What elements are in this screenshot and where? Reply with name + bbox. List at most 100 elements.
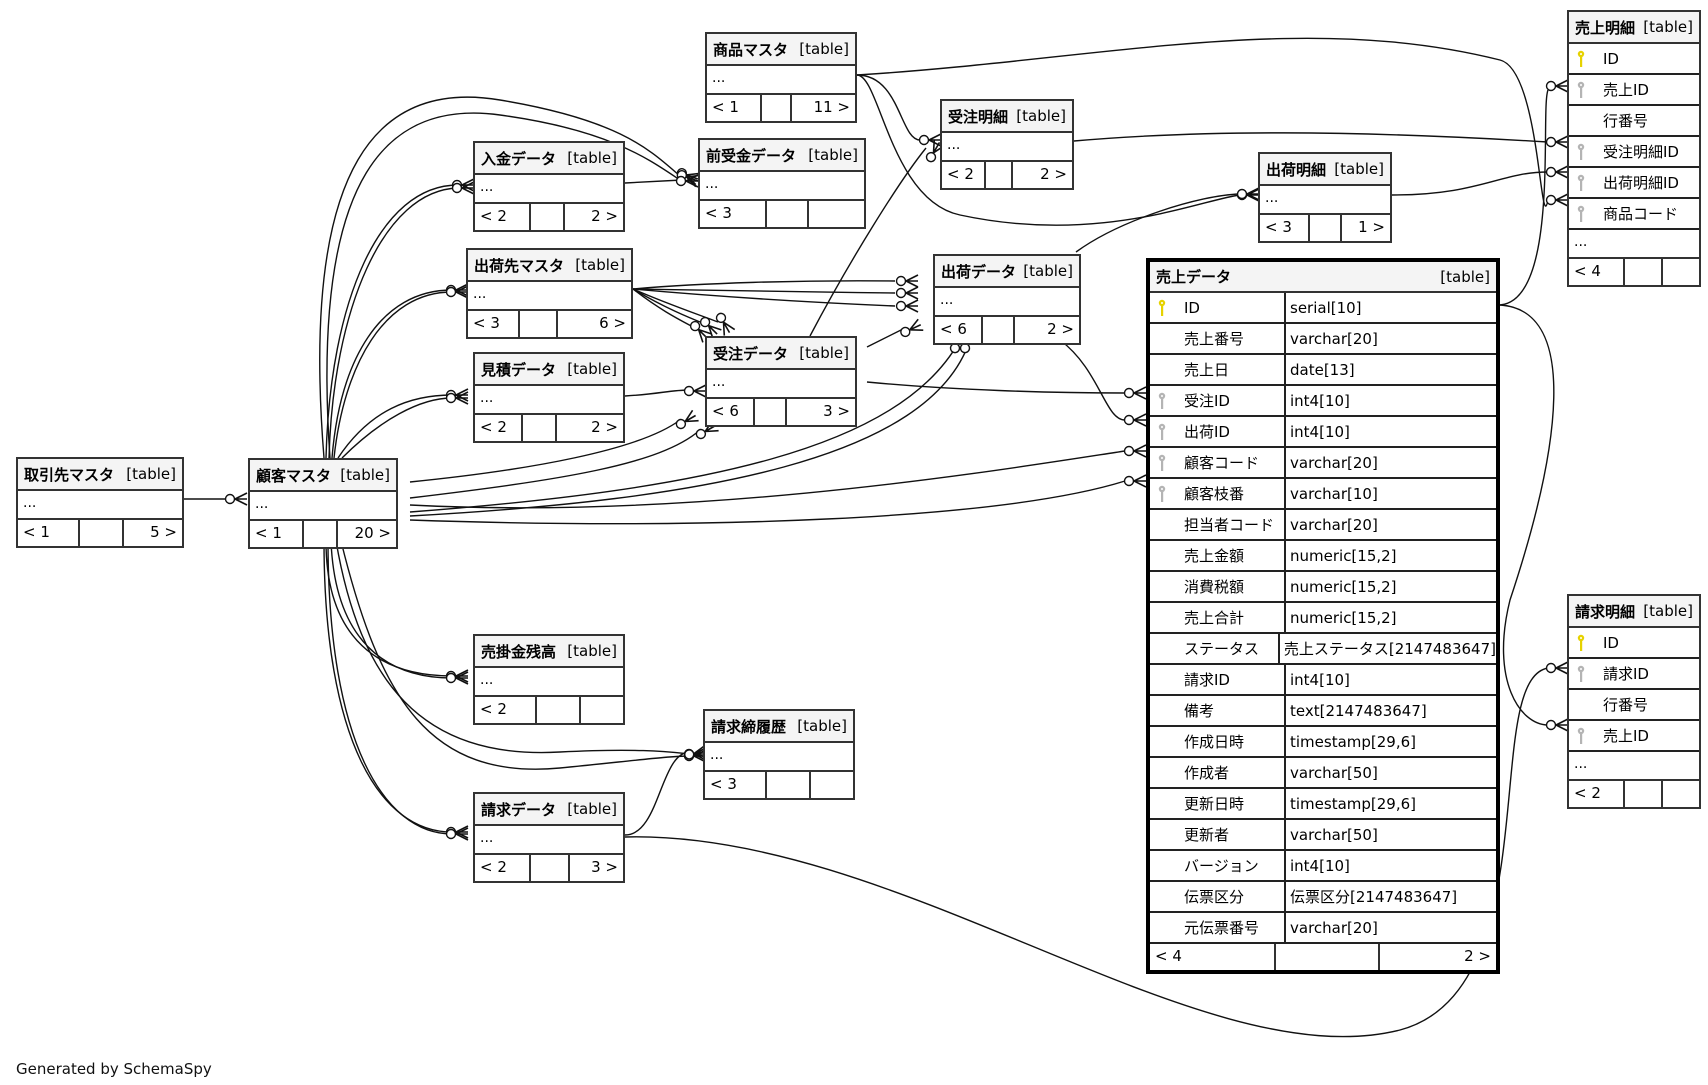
crows-foot-marker: [445, 671, 469, 685]
table-name: 出荷データ: [941, 262, 1017, 281]
relationship-edge: [341, 397, 453, 459]
table-seikyu-shime-rireki[interactable]: 請求締履歴[table] ... < 3: [703, 709, 855, 800]
children-count[interactable]: 2 >: [591, 207, 618, 225]
footer-spacer: [520, 311, 558, 337]
foreign-key-icon: [1577, 665, 1591, 683]
table-maeuke-data[interactable]: 前受金データ[table] ... < 3: [698, 138, 866, 229]
children-count[interactable]: 1 >: [1358, 218, 1385, 236]
column-name-cell: 売上ID: [1569, 721, 1699, 750]
column-row[interactable]: 売上ID: [1569, 721, 1699, 752]
children-count[interactable]: 11 >: [813, 98, 850, 116]
parents-count[interactable]: < 6: [707, 399, 755, 425]
column-row[interactable]: ID: [1569, 628, 1699, 659]
table-name: 商品マスタ: [713, 40, 789, 59]
column-name: 作成者: [1184, 764, 1230, 782]
footer-spacer: [531, 855, 570, 881]
parents-count[interactable]: < 2: [475, 204, 531, 230]
parents-count[interactable]: < 4: [1569, 259, 1625, 285]
crows-foot-marker: [445, 283, 469, 297]
crows-foot-marker: [676, 170, 700, 188]
parents-count[interactable]: < 3: [700, 201, 767, 227]
parents-count[interactable]: < 4: [1150, 944, 1276, 970]
children-count[interactable]: 2 >: [1040, 165, 1067, 183]
column-row[interactable]: 受注明細ID: [1569, 137, 1699, 168]
children-count[interactable]: 20 >: [354, 524, 391, 542]
column-row[interactable]: 行番号: [1569, 690, 1699, 721]
children-count[interactable]: [1663, 781, 1699, 807]
column-row[interactable]: 請求ID: [1569, 659, 1699, 690]
children-count[interactable]: 5 >: [150, 523, 177, 541]
column-row[interactable]: 出荷明細ID: [1569, 168, 1699, 199]
parents-count[interactable]: < 1: [707, 95, 762, 121]
children-count[interactable]: [581, 697, 623, 723]
footer-spacer: [755, 399, 787, 425]
parents-count[interactable]: < 1: [18, 520, 80, 546]
children-count[interactable]: [809, 201, 864, 227]
parents-count[interactable]: < 6: [935, 317, 983, 343]
column-row[interactable]: ID: [1569, 44, 1699, 75]
footer-spacer: [767, 772, 811, 798]
parents-count[interactable]: < 2: [1569, 781, 1625, 807]
parents-count[interactable]: < 2: [475, 855, 531, 881]
column-name: 行番号: [1603, 112, 1649, 130]
footer-spacer: [983, 317, 1015, 343]
children-count[interactable]: 3 >: [823, 402, 850, 420]
children-count[interactable]: 2 >: [1047, 320, 1074, 338]
parents-count[interactable]: < 2: [475, 697, 537, 723]
children-count[interactable]: 6 >: [599, 314, 626, 332]
parents-count[interactable]: < 3: [705, 772, 767, 798]
column-row[interactable]: 行番号: [1569, 106, 1699, 137]
children-count[interactable]: [1663, 259, 1699, 285]
crows-foot-marker: [451, 181, 475, 195]
parents-count[interactable]: < 2: [942, 162, 986, 188]
children-count[interactable]: [811, 772, 853, 798]
column-row[interactable]: 伝票区分伝票区分[2147483647]: [1150, 882, 1496, 913]
children-count[interactable]: 2 >: [591, 418, 618, 436]
column-row[interactable]: 商品コード: [1569, 199, 1699, 230]
parents-count[interactable]: < 3: [1260, 215, 1310, 241]
parents-count[interactable]: < 1: [250, 521, 304, 547]
children-count[interactable]: 2 >: [1464, 947, 1491, 965]
table-type: [table]: [1440, 267, 1490, 286]
parents-count[interactable]: < 3: [468, 311, 520, 337]
column-row[interactable]: 売上ID: [1569, 75, 1699, 106]
children-count[interactable]: 3 >: [591, 858, 618, 876]
parents-count[interactable]: < 2: [475, 415, 523, 441]
column-row[interactable]: ステータス売上ステータス[2147483647]: [1150, 634, 1496, 665]
table-urikake-zandaka[interactable]: 売掛金残高[table] ... < 2: [473, 634, 625, 725]
column-name-cell: 売上ID: [1569, 75, 1699, 104]
